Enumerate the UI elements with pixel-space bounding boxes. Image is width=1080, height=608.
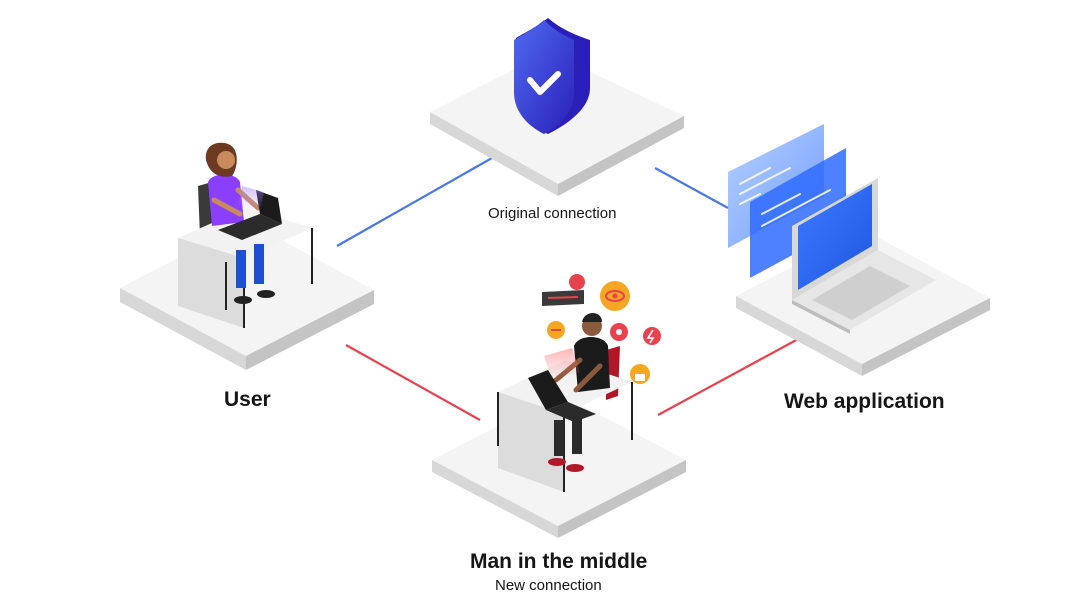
man-in-the-middle-label: Man in the middle — [470, 550, 648, 573]
new-line-mitm-web — [657, 337, 801, 416]
user-figure — [178, 142, 313, 328]
web-application-icon — [728, 124, 936, 334]
new-connection-label: New connection — [495, 577, 602, 594]
web-application-label: Web application — [784, 390, 945, 413]
mitm-figure — [497, 274, 661, 492]
original-line-shield-web — [654, 167, 729, 209]
bug-threat-icon — [569, 274, 585, 290]
original-connection-lines — [336, 157, 729, 247]
new-connection-lines — [345, 337, 801, 421]
new-line-user-mitm — [345, 344, 481, 421]
user-label: User — [224, 388, 271, 411]
shield-icon — [514, 18, 590, 134]
original-line-user-shield — [336, 157, 493, 247]
original-connection-label: Original connection — [488, 205, 617, 222]
lightning-threat-icon — [643, 327, 661, 345]
